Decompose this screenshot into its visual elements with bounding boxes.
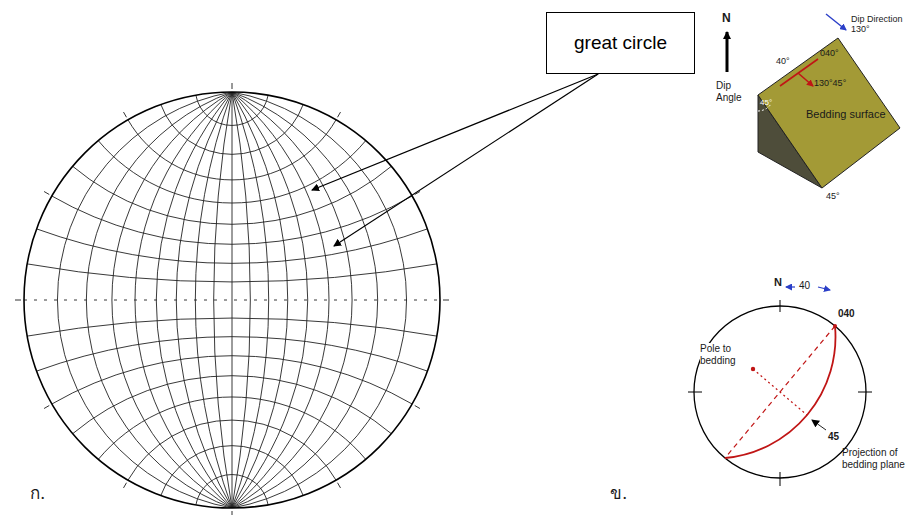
- net-ticks: [15, 83, 449, 515]
- strike-label: 040°: [820, 48, 839, 58]
- net-tick: [232, 511, 233, 515]
- dip-direction-label: Dip Direction 130°: [851, 14, 907, 35]
- bedding-surface: [758, 38, 900, 188]
- net-tick: [124, 483, 127, 488]
- net-tick: [338, 112, 341, 117]
- figure-letter: ก.: [30, 484, 45, 504]
- primitive-circle: [24, 92, 440, 508]
- north-label: N: [722, 12, 731, 26]
- tick: [780, 300, 781, 312]
- great-circle-line: [112, 92, 232, 508]
- great-circle-line: [135, 92, 232, 508]
- angle-label: 45°: [826, 191, 840, 201]
- net-tick: [44, 406, 49, 409]
- dip-angle-label: Dip Angle: [716, 80, 756, 103]
- net-tick: [415, 406, 420, 409]
- dip-direction-arrow: [826, 14, 846, 30]
- angle-label: 40°: [776, 56, 790, 66]
- dip-pointer: [812, 420, 826, 430]
- surface-label: Bedding surface: [806, 108, 886, 121]
- north-label: N: [774, 276, 782, 289]
- pole-line: [753, 369, 807, 415]
- leader-arrow: [334, 74, 598, 246]
- great-circle-line: [86, 92, 232, 508]
- net-tick: [15, 300, 21, 301]
- pole-label: Pole to bedding: [700, 343, 746, 366]
- net-tick: [232, 83, 233, 89]
- net-tick: [443, 300, 449, 301]
- strike-label: 040: [838, 308, 855, 320]
- wulff-net: [24, 92, 440, 508]
- dip-arrow: [798, 73, 813, 86]
- strike-point: [833, 324, 837, 328]
- pole-point: [751, 367, 755, 371]
- meridian: [232, 92, 233, 508]
- strike-dip-label: 130°45°: [814, 78, 846, 88]
- angle-arrow: [818, 287, 830, 290]
- net-tick: [338, 483, 341, 488]
- figure-letter: ข.: [610, 484, 627, 504]
- callout-box: great circle: [546, 12, 695, 74]
- leader-arrow: [312, 74, 598, 190]
- tick: [780, 472, 781, 486]
- dip-label: 45: [828, 431, 839, 443]
- great-circle-line: [232, 92, 269, 508]
- angle-arrow: [786, 286, 795, 287]
- callout-text: great circle: [574, 32, 667, 54]
- net-tick: [44, 192, 49, 195]
- equator: [24, 300, 440, 301]
- great-circle-line: [232, 92, 288, 508]
- net-tick: [124, 112, 127, 117]
- angle-label: 40: [799, 280, 810, 292]
- tick: [858, 392, 872, 393]
- tick: [688, 392, 702, 393]
- north-arrow: [726, 32, 729, 72]
- stereonet-circle: [694, 306, 866, 478]
- angle-label: 45°: [760, 98, 772, 107]
- projection-label: Projection of bedding plane: [842, 447, 906, 470]
